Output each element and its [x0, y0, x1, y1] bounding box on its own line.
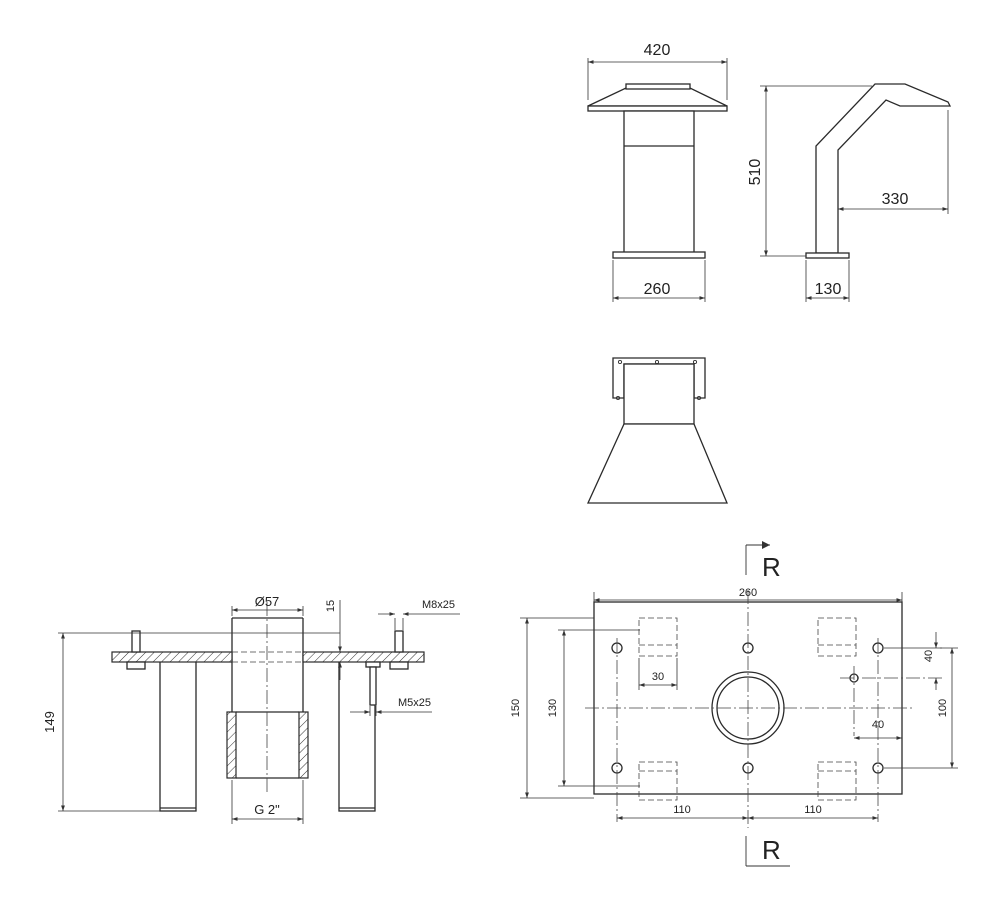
- front-view: 420 260: [587, 42, 728, 302]
- section-leg-right: [338, 660, 376, 812]
- section-plate-left: [111, 651, 233, 663]
- dim-plate-thickness: 15: [325, 600, 337, 612]
- inverted-view: [586, 357, 728, 504]
- plate-view: 260 150 130 30 40 40 100 110 110: [510, 541, 958, 867]
- section-nut-left: [126, 661, 146, 670]
- dim-front-width: 420: [644, 42, 671, 59]
- section-bolt-right: [394, 630, 404, 653]
- dim-screw: M5x25: [398, 697, 431, 709]
- inverted-column: [623, 363, 695, 425]
- side-arm: [815, 83, 952, 254]
- dim-plate-outer-height: 150: [510, 699, 522, 717]
- section-socket-right: [298, 711, 309, 779]
- front-hood-rim: [587, 105, 728, 112]
- dim-hole-offset-x: 40: [872, 719, 884, 731]
- dim-hole-span: 100: [937, 699, 949, 717]
- front-hood: [587, 87, 728, 107]
- section-marker-bottom: R: [745, 835, 790, 867]
- section-plate-right: [302, 651, 425, 663]
- section-marker-top: R: [745, 541, 781, 582]
- dim-right-span: 110: [804, 804, 822, 816]
- dim-side-base: 130: [815, 281, 842, 298]
- dim-bore: Ø57: [255, 594, 280, 609]
- side-base: [805, 252, 850, 259]
- dim-thread: G 2": [254, 802, 280, 817]
- dim-section-height: 149: [42, 711, 57, 733]
- section-screw: [369, 666, 377, 706]
- dim-side-reach: 330: [882, 191, 909, 208]
- dim-front-base: 260: [644, 281, 671, 298]
- section-bolt-left: [131, 630, 141, 653]
- section-nut-right: [389, 661, 409, 670]
- dim-hole-offset-y: 40: [923, 650, 935, 662]
- front-hood-cap: [625, 83, 691, 90]
- dim-plate-width: 260: [739, 587, 757, 599]
- dim-side-height: 510: [747, 159, 764, 186]
- section-leg-left: [159, 660, 197, 812]
- inverted-hood: [586, 423, 728, 504]
- front-column: [623, 110, 695, 254]
- dim-plate-inner-height: 130: [547, 699, 559, 717]
- dim-slot-width: 30: [652, 671, 664, 683]
- dim-left-span: 110: [673, 804, 691, 816]
- section-label-top: R: [762, 552, 781, 582]
- front-base: [612, 251, 706, 259]
- side-view: 510 330 130: [747, 83, 952, 302]
- plate-slots: [638, 617, 857, 801]
- section-socket-left: [226, 711, 237, 779]
- section-screw-head: [365, 661, 381, 668]
- dim-bolt: M8x25: [422, 599, 455, 611]
- section-label-bottom: R: [762, 835, 781, 865]
- section-view: Ø57 15 M8x25 M5x25 149 G 2": [42, 594, 460, 824]
